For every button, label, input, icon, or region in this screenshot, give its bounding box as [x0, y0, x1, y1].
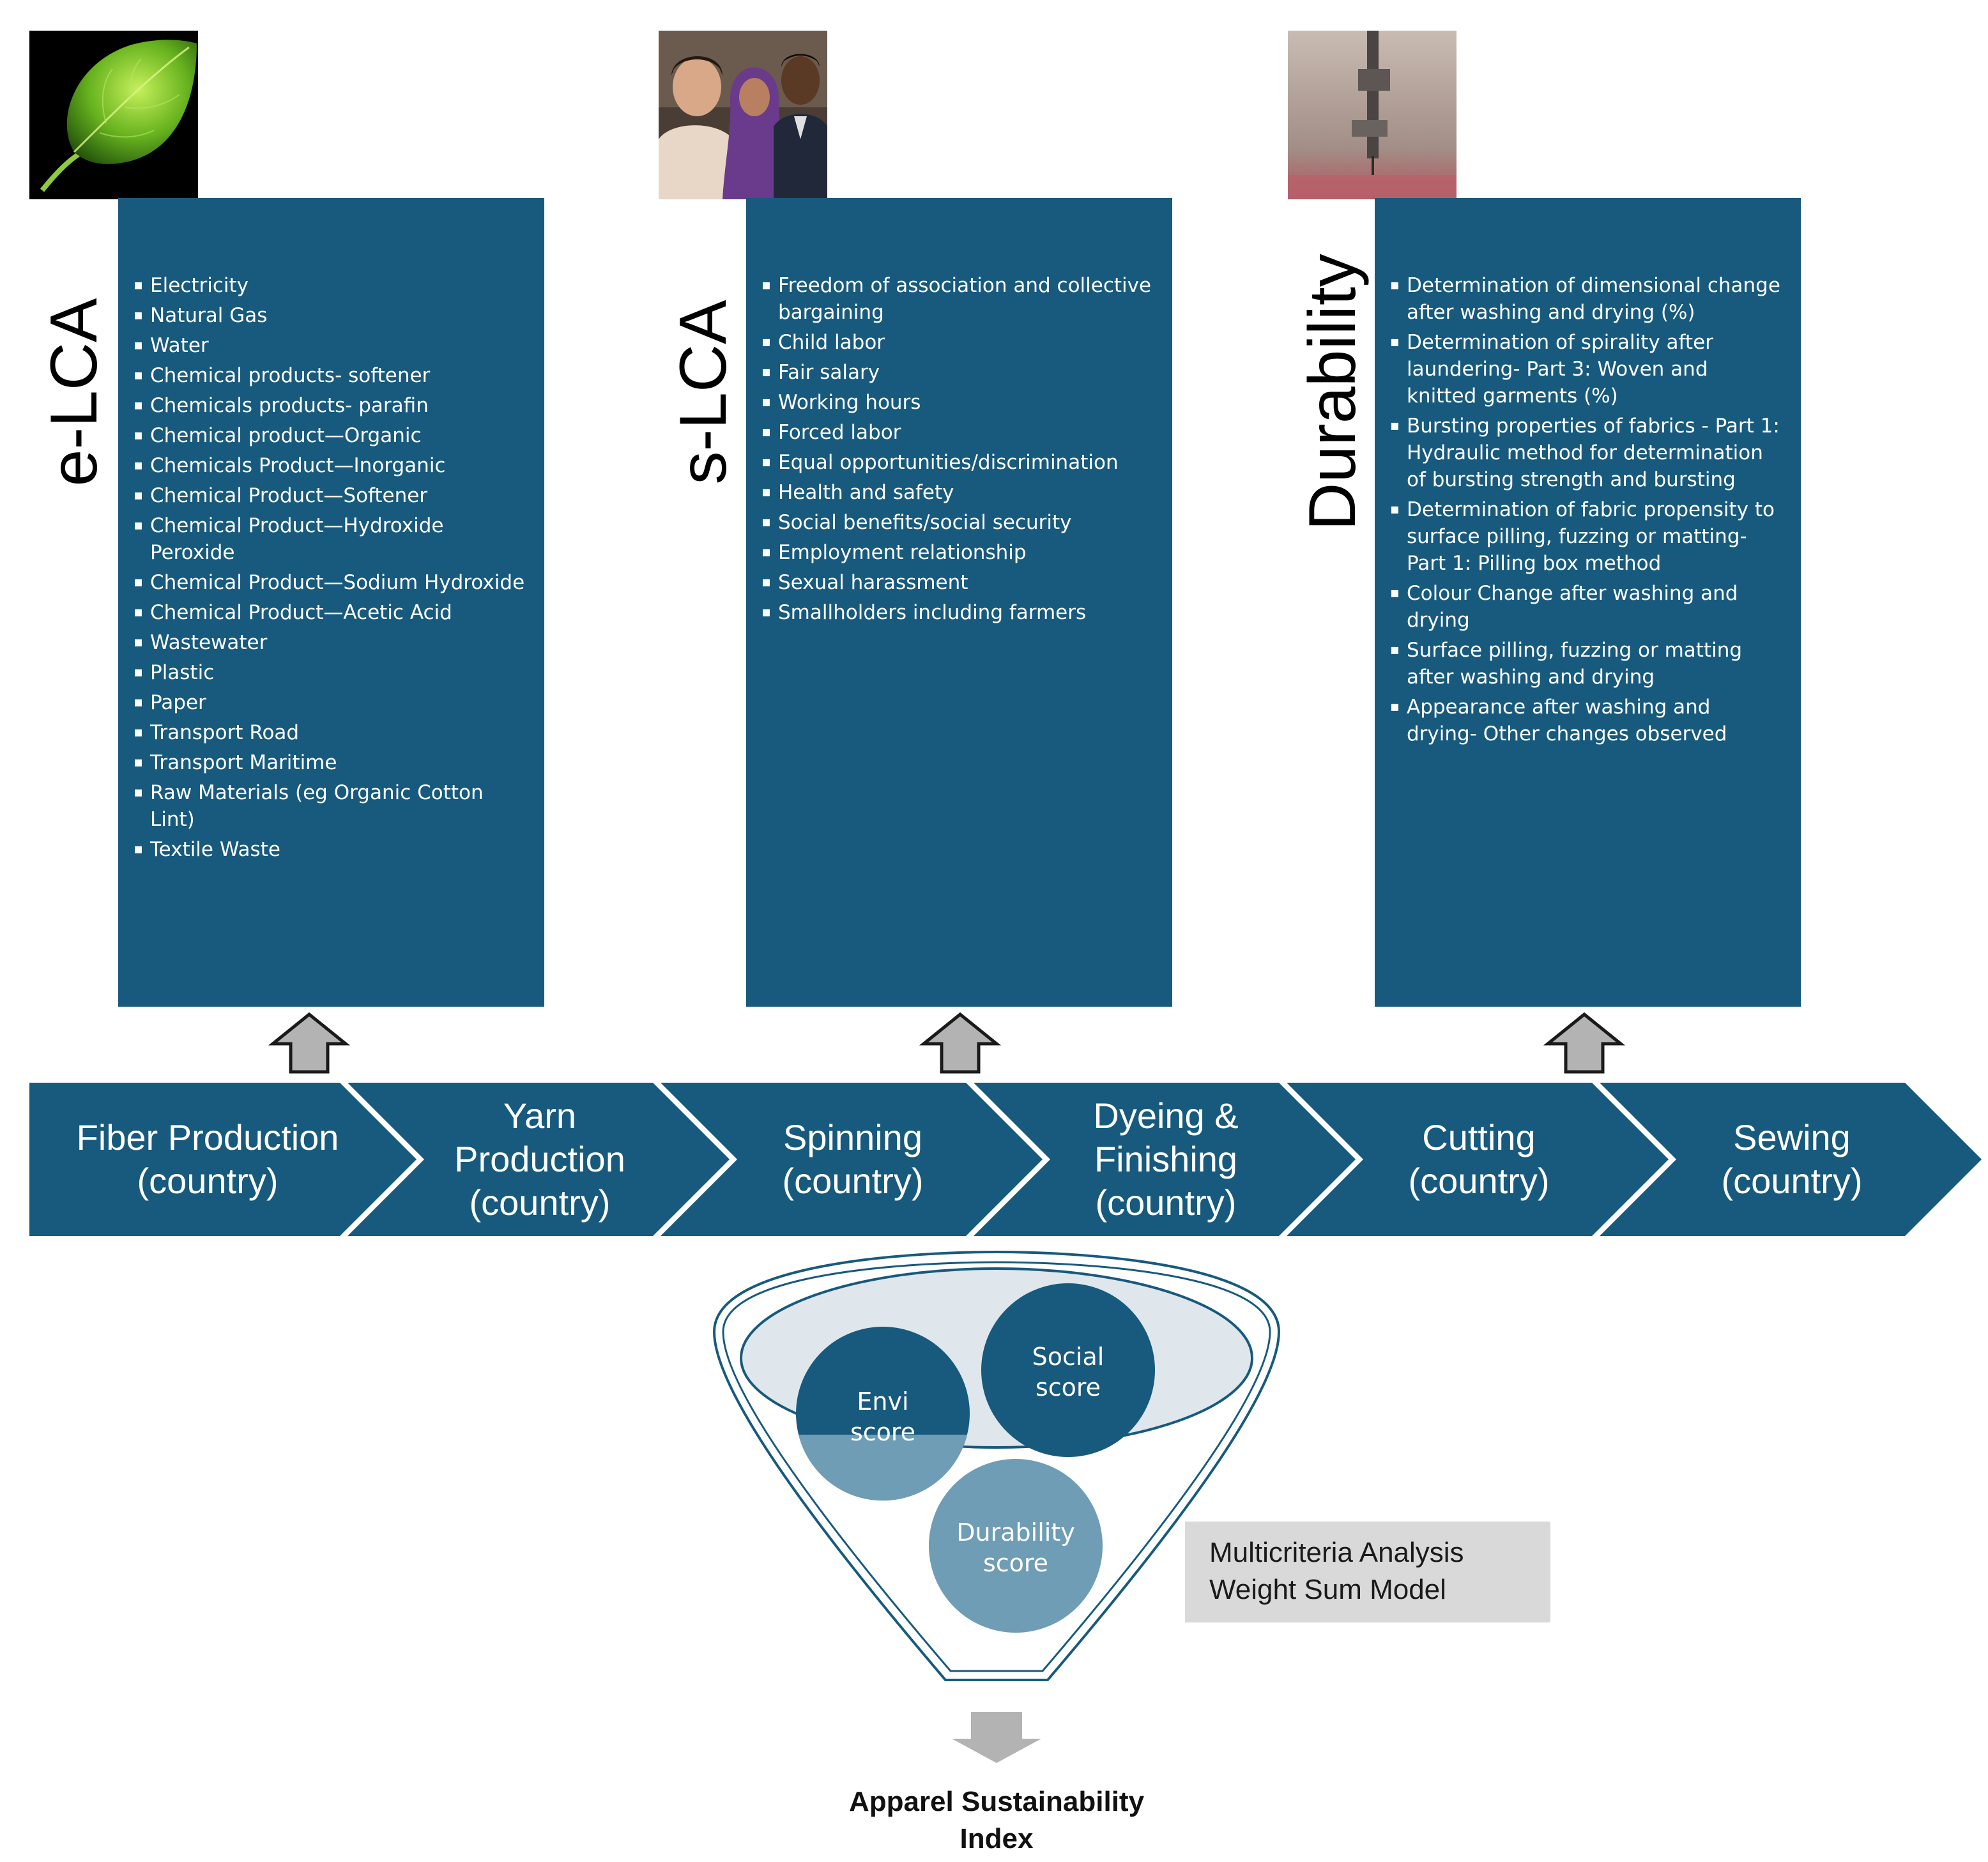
workers-photo: [659, 31, 827, 199]
chevron-fiber-production: [29, 1083, 417, 1236]
elca-indicator-item: Transport Road: [134, 719, 525, 746]
down-arrow-icon: [952, 1712, 1041, 1763]
durability-indicator-item: Appearance after washing and drying- Oth…: [1390, 694, 1782, 747]
slca-indicator-item: Equal opportunities/discrimination: [761, 449, 1153, 476]
elca-indicator-item: Water: [134, 332, 525, 359]
elca-indicator-item: Chemicals Product—Inorganic: [134, 452, 525, 479]
slca-indicator-item: Child labor: [761, 329, 1153, 356]
stage-sewing: Sewing (country): [1721, 1117, 1863, 1201]
apparel-sustainability-index-label: Apparel Sustainability Index: [848, 1786, 1145, 1854]
stage-fiber-production: Fiber Production (country): [76, 1117, 339, 1201]
stage-spinning: Spinning (country): [782, 1117, 924, 1201]
durability-indicator-list: Determination of dimensional change afte…: [1390, 272, 1782, 747]
slca-indicator-item: Employment relationship: [761, 539, 1153, 566]
slca-up-arrow-icon: [919, 1012, 1002, 1074]
slca-indicator-list: Freedom of association and collective ba…: [761, 272, 1153, 626]
envi-score-label: Envi score: [850, 1387, 916, 1446]
durability-indicator-item: Surface pilling, fuzzing or matting afte…: [1390, 637, 1782, 691]
chevron-yarn-production: [348, 1083, 730, 1236]
elca-indicator-item: Natural Gas: [134, 302, 525, 329]
elca-indicator-item: Electricity: [134, 272, 525, 299]
social-score-label: Social score: [1032, 1343, 1105, 1401]
elca-indicator-item: Chemical Product—Sodium Hydroxide: [134, 569, 525, 596]
durability-indicator-item: Determination of dimensional change afte…: [1390, 272, 1782, 326]
elca-indicator-item: Chemicals products- parafin: [134, 392, 525, 419]
elca-indicator-item: Chemical Product—Acetic Acid: [134, 599, 525, 626]
elca-indicator-item: Plastic: [134, 659, 525, 686]
slca-indicator-item: Smallholders including farmers: [761, 599, 1153, 626]
slca-indicator-item: Freedom of association and collective ba…: [761, 272, 1153, 326]
elca-indicator-item: Chemical Product—Hydroxide Peroxide: [134, 512, 525, 566]
leaf-photo: [29, 31, 198, 199]
stage-cutting: Cutting (country): [1408, 1117, 1550, 1201]
slca-indicator-item: Forced labor: [761, 419, 1153, 446]
chevron-spinning: [661, 1083, 1043, 1236]
slca-indicator-item: Health and safety: [761, 479, 1153, 506]
durability-indicator-item: Colour Change after washing and drying: [1390, 580, 1782, 634]
chevron-cutting: [1287, 1083, 1669, 1236]
elca-indicator-item: Paper: [134, 689, 525, 716]
durability-up-arrow-icon: [1543, 1012, 1626, 1074]
chevron-sewing: [1600, 1083, 1982, 1236]
durability-score-circle: [929, 1459, 1103, 1633]
elca-indicator-item: Chemical product—Organic: [134, 422, 525, 449]
slca-indicator-item: Sexual harassment: [761, 569, 1153, 596]
chevron-dyeing-finishing: [974, 1083, 1356, 1236]
slca-indicator-item: Fair salary: [761, 359, 1153, 386]
slca-indicator-item: Working hours: [761, 389, 1153, 416]
elca-up-arrow-icon: [268, 1012, 351, 1074]
elca-indicator-item: Chemical products- softener: [134, 362, 525, 389]
elca-indicator-item: Transport Maritime: [134, 749, 525, 776]
durability-score-label: Durability score: [956, 1518, 1075, 1577]
stage-yarn-production: Yarn Production (country): [454, 1095, 625, 1223]
slca-indicator-item: Social benefits/social security: [761, 509, 1153, 536]
elca-indicator-panel: ElectricityNatural GasWaterChemical prod…: [118, 198, 544, 1007]
elca-indicator-list: ElectricityNatural GasWaterChemical prod…: [134, 272, 525, 863]
durability-indicator-item: Bursting properties of fabrics - Part 1:…: [1390, 413, 1782, 493]
durability-indicator-item: Determination of spirality after launder…: [1390, 329, 1782, 409]
elca-indicator-item: Textile Waste: [134, 836, 525, 863]
durability-indicator-item: Determination of fabric propensity to su…: [1390, 496, 1782, 577]
multicriteria-method-box: Multicriteria Analysis Weight Sum Model: [1185, 1522, 1550, 1622]
elca-indicator-item: Chemical Product—Softener: [134, 482, 525, 509]
elca-indicator-item: Wastewater: [134, 629, 525, 656]
social-score-circle: [981, 1283, 1155, 1457]
stage-dyeing-finishing: Dyeing & Finishing (country): [1093, 1095, 1239, 1223]
durability-indicator-panel: Determination of dimensional change afte…: [1375, 198, 1801, 1007]
elca-indicator-item: Raw Materials (eg Organic Cotton Lint): [134, 779, 525, 833]
slca-indicator-panel: Freedom of association and collective ba…: [746, 198, 1172, 1007]
sewing-machine-photo: [1288, 31, 1457, 199]
